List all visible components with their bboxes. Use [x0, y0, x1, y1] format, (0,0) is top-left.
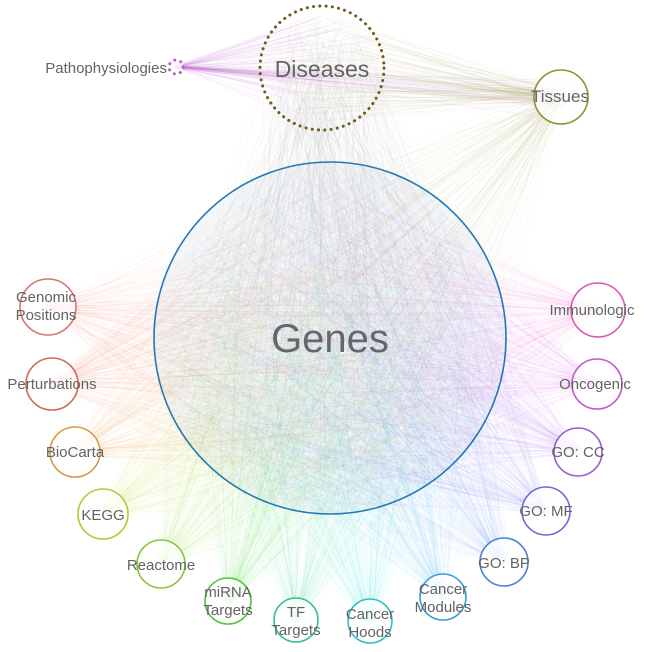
node-oncogenic[interactable]	[571, 358, 623, 410]
genes-circle-fill	[154, 162, 506, 514]
node-immunologic[interactable]	[570, 282, 626, 338]
edges-diseases-to-genes	[160, 9, 498, 503]
node-go-cc[interactable]	[553, 427, 603, 477]
edges-oncogenic-to-genes	[165, 169, 603, 498]
node-kegg[interactable]	[77, 488, 129, 540]
edges-pathophysiologies-to-diseases	[174, 15, 378, 115]
edges-mirna-targets-to-genes	[158, 173, 498, 607]
edges-go-bp-to-genes	[158, 173, 510, 567]
node-biocarta[interactable]	[49, 426, 101, 478]
edges-pathophysiologies-to-tissues	[173, 65, 584, 121]
edges-cancer-modules-to-genes	[160, 167, 502, 603]
node-genomic-positions[interactable]	[19, 278, 77, 336]
node-tf-targets[interactable]	[273, 597, 319, 643]
nodes	[19, 4, 626, 644]
node-cancer-hoods[interactable]	[347, 598, 393, 644]
edges-go-cc-to-genes	[167, 167, 584, 502]
node-mirna-targets[interactable]	[204, 577, 252, 625]
node-diseases[interactable]	[258, 4, 386, 132]
edges-tissues-to-diseases	[272, 11, 571, 122]
edges-tf-targets-to-genes	[167, 176, 487, 625]
edge-bundles	[41, 9, 604, 627]
node-genes[interactable]	[153, 161, 507, 515]
node-go-bp[interactable]	[479, 537, 529, 587]
node-reactome[interactable]	[136, 539, 186, 589]
node-pathophysiologies[interactable]	[167, 58, 185, 76]
node-go-mf[interactable]	[521, 486, 571, 536]
edges-tissues-to-genes	[164, 89, 569, 498]
pathophysiologies-label: Pathophysiologies	[45, 60, 167, 77]
node-perturbations[interactable]	[25, 357, 79, 411]
edges-kegg-to-genes	[97, 188, 502, 520]
node-tissues[interactable]	[533, 69, 589, 125]
node-cancer-modules[interactable]	[419, 573, 467, 621]
edges-go-mf-to-genes	[178, 174, 552, 517]
edges-biocarta-to-genes	[69, 168, 487, 502]
edges-cancer-hoods-to-genes	[179, 176, 496, 627]
edges-perturbations-to-genes	[46, 175, 478, 505]
